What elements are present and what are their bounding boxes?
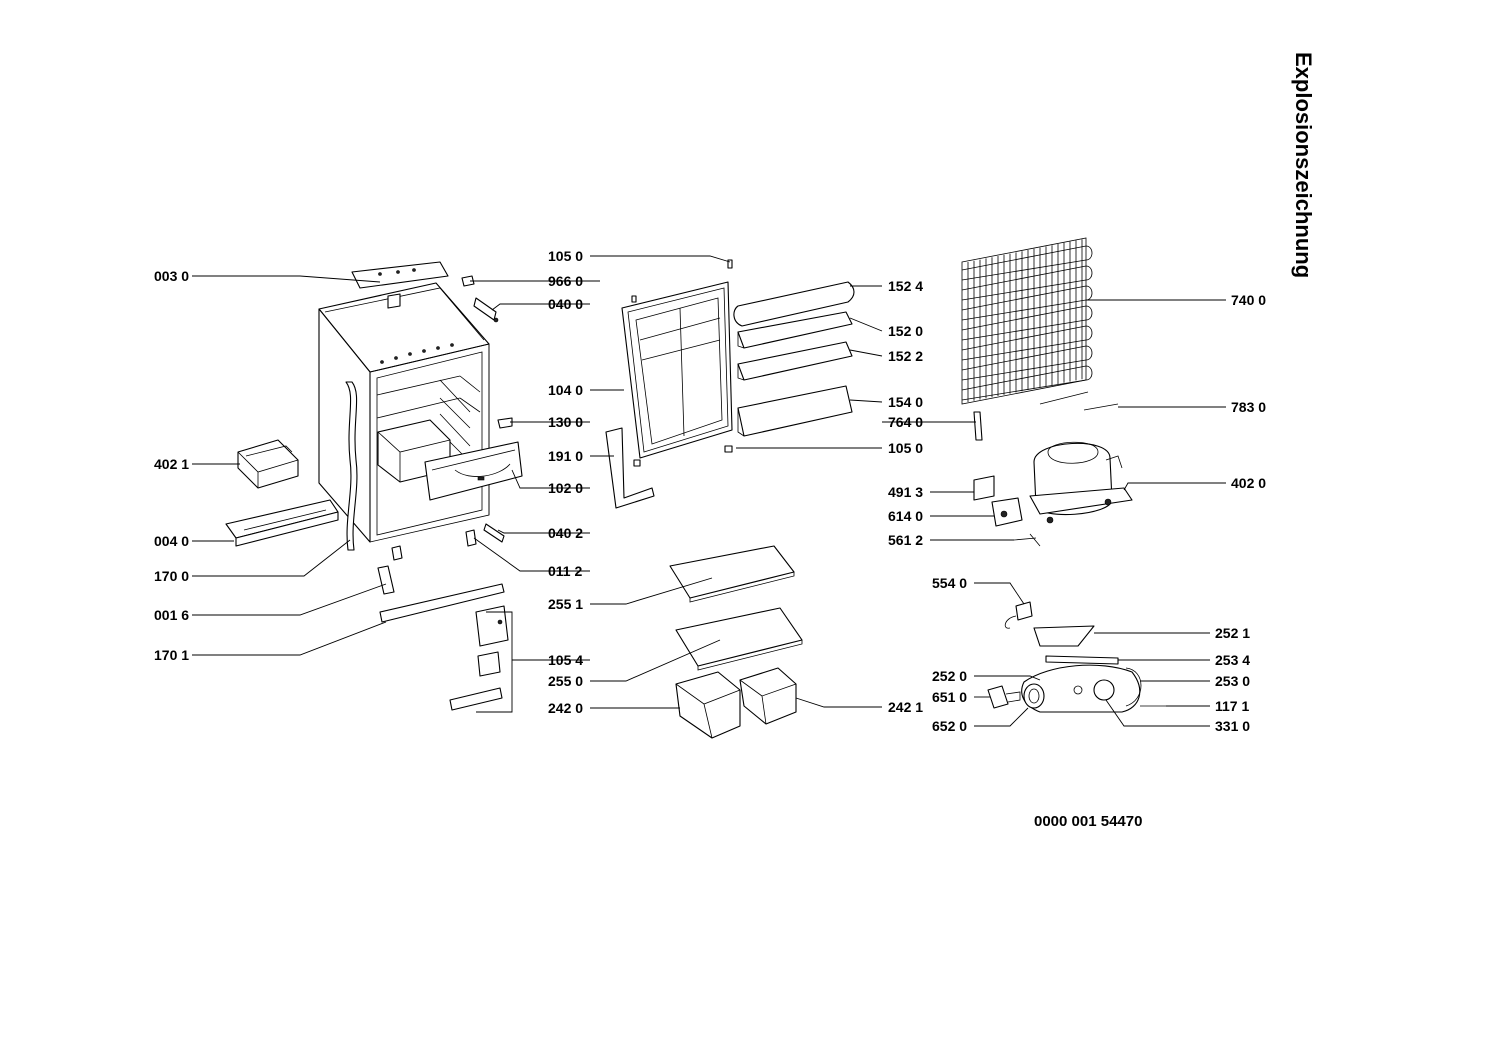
callout-040-0: 040 0	[548, 296, 583, 312]
condenser-tube	[961, 245, 1093, 281]
callout-004-0: 004 0	[154, 533, 189, 549]
callout-402-0: 402 0	[1231, 475, 1266, 491]
callout-561-2: 561 2	[888, 532, 923, 548]
leader-line	[974, 675, 1041, 681]
callout-252-1: 252 1	[1215, 625, 1250, 641]
leader-line	[497, 529, 590, 534]
leader-line	[1123, 482, 1226, 491]
callout-966-0: 966 0	[548, 273, 583, 289]
callout-255-1: 255 1	[548, 596, 583, 612]
callout-491-3: 491 3	[888, 484, 923, 500]
callout-191-0: 191 0	[548, 448, 583, 464]
callout-152-2: 152 2	[888, 348, 923, 364]
leader-line	[590, 255, 731, 263]
condenser-tube	[961, 345, 1093, 381]
leader-line	[974, 582, 1025, 605]
callout-152-4: 152 4	[888, 278, 923, 294]
callout-764-0: 764 0	[888, 414, 923, 430]
callout-331-0: 331 0	[1215, 718, 1250, 734]
callout-252-0: 252 0	[932, 668, 967, 684]
leader-line	[192, 583, 387, 616]
cooling-assembly	[961, 237, 1166, 713]
callout-011-2: 011 2	[548, 563, 582, 579]
leader-line	[192, 621, 387, 656]
document-number: 0000 001 54470	[1034, 813, 1142, 830]
callout-040-2: 040 2	[548, 525, 583, 541]
leader-line	[511, 469, 590, 489]
drawing-title: Explosionszeichnung	[1291, 52, 1316, 278]
leader-line	[795, 697, 882, 708]
leader-lines	[192, 255, 1226, 727]
door-assembly	[605, 259, 855, 739]
callout-117-1: 117 1	[1215, 698, 1249, 714]
callout-130-0: 130 0	[548, 414, 583, 430]
callout-001-6: 001 6	[154, 607, 189, 623]
callout-255-0: 255 0	[548, 673, 583, 689]
callout-783-0: 783 0	[1231, 399, 1266, 415]
callout-104-0: 104 0	[548, 382, 583, 398]
callout-614-0: 614 0	[888, 508, 923, 524]
callout-651-0: 651 0	[932, 689, 967, 705]
leader-line	[192, 539, 351, 577]
leader-line	[590, 639, 721, 682]
callout-105-0-top: 105 0	[548, 248, 583, 264]
callout-152-0: 152 0	[888, 323, 923, 339]
leader-line	[849, 317, 883, 332]
leader-line	[849, 349, 883, 357]
callout-652-0: 652 0	[932, 718, 967, 734]
callout-253-4: 253 4	[1215, 652, 1250, 668]
callout-740-0: 740 0	[1231, 292, 1266, 308]
leader-line	[473, 537, 590, 572]
callout-003-0: 003 0	[154, 268, 189, 284]
leader-line	[974, 707, 1029, 727]
callout-170-0: 170 0	[154, 568, 189, 584]
cabinet-assembly	[225, 261, 523, 713]
leader-line	[491, 303, 590, 311]
leader-line	[849, 399, 883, 403]
callout-154-0: 154 0	[888, 394, 923, 410]
condenser-tube	[961, 325, 1093, 361]
callout-102-0: 102 0	[548, 480, 583, 496]
callout-242-0: 242 0	[548, 700, 583, 716]
condenser-tube	[961, 365, 1093, 401]
condenser-tube	[961, 285, 1093, 321]
callout-labels: 003 0 966 0 040 0 130 0 402 1 102 0 004 …	[154, 248, 1266, 734]
condenser-tube	[961, 265, 1093, 301]
leader-line	[192, 275, 381, 283]
leader-line	[1105, 699, 1210, 727]
leader-line	[590, 577, 713, 605]
condenser-tube	[961, 305, 1093, 341]
callout-402-1: 402 1	[154, 456, 189, 472]
callout-105-0-bottom: 105 0	[888, 440, 923, 456]
callout-554-0: 554 0	[932, 575, 967, 591]
callout-253-0: 253 0	[1215, 673, 1250, 689]
callout-242-1: 242 1	[888, 699, 923, 715]
callout-170-1: 170 1	[154, 647, 189, 663]
callout-105-4: 105 4	[548, 652, 583, 668]
